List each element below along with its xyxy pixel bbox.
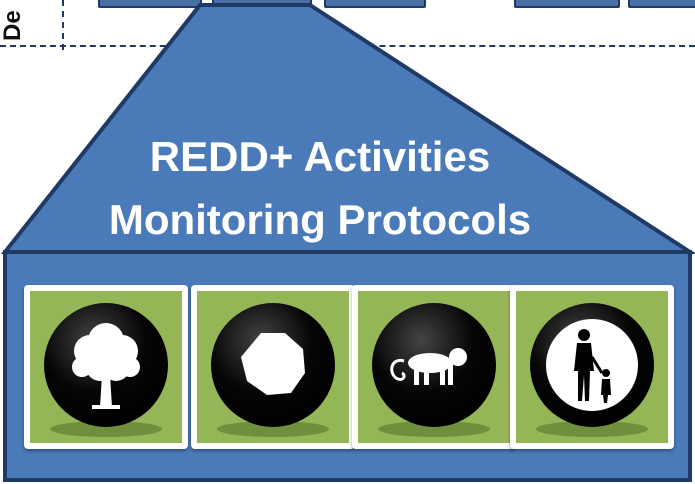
adult-and-child-icon — [574, 329, 611, 403]
title-line-1: REDD+ Activities — [149, 133, 491, 180]
title-line-2: Monitoring Protocols — [108, 196, 532, 243]
top-box-4 — [514, 0, 620, 8]
top-box-5 — [628, 0, 695, 8]
tree-icon — [72, 323, 140, 409]
monkey-icon — [390, 348, 467, 385]
protocol-tile-octagon — [191, 285, 355, 449]
dashed-boundary-vertical — [62, 0, 64, 50]
top-box-3 — [324, 0, 426, 8]
protocol-tile-trees — [24, 285, 188, 449]
octagon-icon — [241, 333, 305, 395]
protocol-tile-people — [510, 285, 674, 449]
protocol-tile-wildlife — [352, 285, 516, 449]
